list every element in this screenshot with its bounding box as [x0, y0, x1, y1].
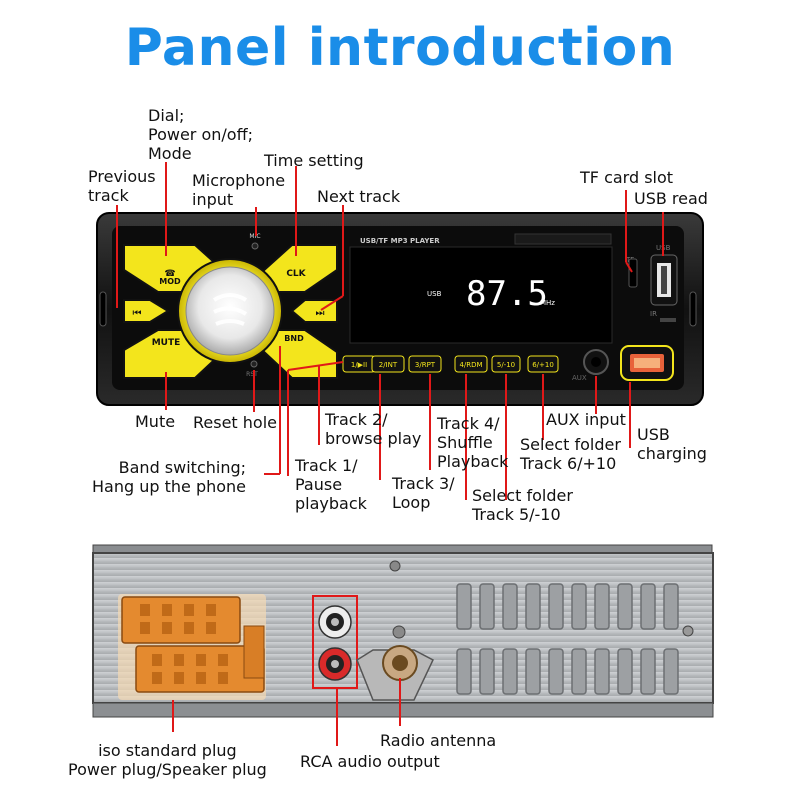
label-iso-plug: iso standard plug Power plug/Speaker plu… — [68, 741, 267, 779]
model-label: USB/TF MP3 PLAYER — [360, 237, 440, 245]
label-time-setting: Time setting — [264, 151, 364, 170]
num-button-5-label: 5/-10 — [497, 361, 515, 369]
aux-label: AUX — [572, 374, 587, 382]
label-antenna: Radio antenna — [380, 731, 497, 750]
mic-label: MIC — [249, 233, 260, 240]
display-unit: MHz — [540, 299, 555, 307]
label-folder-prev: Select folder Track 5/-10 — [472, 486, 573, 524]
phone-icon: ☎ — [164, 269, 175, 279]
label-dial: Dial; Power on/off; Mode — [148, 106, 253, 163]
num-button-1-label: 1/▶II — [351, 361, 367, 369]
microphone-hole — [251, 242, 259, 250]
display-source: USB — [427, 290, 442, 298]
label-tf-slot: TF card slot — [580, 168, 674, 187]
clk-button-label: CLK — [286, 269, 306, 279]
rst-label: RST — [246, 371, 258, 378]
label-usb-charging: USB charging — [637, 425, 707, 463]
lcd-display — [349, 246, 613, 344]
vent-slots — [456, 583, 679, 695]
mode-button-label: MOD — [159, 277, 181, 286]
num-button-6-label: 6/+10 — [532, 361, 554, 369]
tf-card-slot[interactable] — [628, 258, 638, 288]
page-title: Panel introduction — [124, 18, 676, 78]
rca-red-jack[interactable] — [318, 647, 352, 681]
reset-hole[interactable] — [250, 360, 258, 368]
front-leader-lines — [116, 162, 664, 500]
number-buttons: 1/▶II 2/INT 3/RPT 4/RDM 5/-10 6/+10 — [342, 355, 559, 373]
prev-track-button[interactable] — [123, 299, 170, 323]
mute-button-label: MUTE — [152, 338, 181, 348]
control-cluster — [123, 244, 338, 379]
label-track4: Track 4/ Shuffle Playback — [437, 414, 509, 471]
label-microphone: Microphone input — [192, 171, 286, 209]
label-reset: Reset hole — [193, 413, 277, 432]
rca-white-jack[interactable] — [318, 605, 352, 639]
bnd-button-label: BND — [284, 334, 304, 343]
label-next-track: Next track — [317, 187, 401, 206]
label-rca: RCA audio output — [300, 752, 440, 771]
label-track2: Track 2/ browse play — [325, 410, 422, 448]
display-frequency: 87.5 — [466, 274, 548, 314]
iso-connector — [121, 596, 265, 693]
next-track-icon: ⏭ — [316, 308, 325, 319]
num-button-4[interactable] — [454, 355, 488, 373]
num-button-3-label: 3/RPT — [415, 361, 436, 369]
num-button-3[interactable] — [408, 355, 442, 373]
num-button-2-label: 2/INT — [379, 361, 398, 369]
num-button-5[interactable] — [491, 355, 521, 373]
rear-leader-lines — [172, 678, 401, 746]
label-track3: Track 3/ Loop — [392, 474, 455, 512]
next-track-button[interactable] — [290, 299, 338, 323]
label-folder-next: Select folder Track 6/+10 — [520, 435, 621, 473]
label-previous-track: Previous track — [88, 167, 156, 205]
label-mute: Mute — [135, 412, 176, 431]
num-button-6[interactable] — [527, 355, 559, 373]
label-aux-input: AUX input — [546, 410, 626, 429]
label-band: Band switching; Hang up the phone — [92, 458, 247, 496]
ir-label: IR — [650, 310, 657, 318]
label-track1: Track 1/ Pause playback — [295, 456, 367, 513]
front-panel: ☎ MOD CLK ⏮ ⏭ MUTE BND MIC RST USB/TF MP… — [96, 212, 704, 406]
rear-panel — [92, 544, 714, 718]
prev-track-icon: ⏮ — [133, 308, 142, 319]
label-usb-read: USB read — [634, 189, 708, 208]
num-button-2[interactable] — [371, 355, 405, 373]
num-button-4-label: 4/RDM — [459, 361, 482, 369]
volume-knob[interactable] — [185, 266, 275, 356]
